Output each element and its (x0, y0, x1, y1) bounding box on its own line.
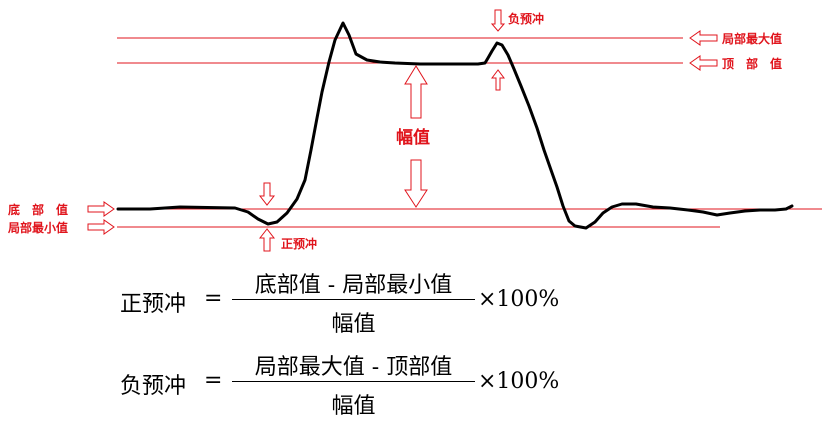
local-max-arrow (689, 30, 718, 46)
negative-overshoot-top-label: 负预冲 (508, 11, 544, 26)
formula-multiplier: ×100% (478, 287, 560, 312)
top-value-arrow (689, 55, 718, 71)
base-value-arrow (87, 201, 115, 217)
fraction-bar (232, 299, 475, 300)
formula-numerator: 局部最大值 - 顶部值 (254, 355, 453, 380)
formula-numerator: 底部值 - 局部最小值 (254, 273, 453, 298)
local-max-label: 局部最大值 (722, 31, 782, 46)
formula-denominator: 幅值 (331, 312, 376, 337)
positive-overshoot-up-arrow (258, 228, 276, 252)
amplitude-down-arrow (404, 159, 428, 208)
formula-equals: = (204, 368, 223, 393)
positive-overshoot-down-arrow (258, 182, 276, 206)
positive-overshoot-bottom-label: 正预冲 (281, 236, 317, 251)
top-value-label: 顶 部 值 (722, 56, 782, 71)
local-min-arrow (87, 219, 115, 235)
formula-lhs: 正预冲 (120, 292, 187, 317)
negative-overshoot-arrow (490, 9, 506, 32)
amplitude-up-arrow (404, 65, 428, 119)
formula-denominator: 幅值 (331, 394, 376, 419)
fraction-bar (232, 381, 475, 382)
formula-equals: = (204, 286, 223, 311)
formula-lhs: 负预冲 (120, 374, 187, 399)
formula-multiplier: ×100% (478, 369, 560, 394)
amplitude-label: 幅值 (396, 127, 430, 148)
base-value-label: 底 部 值 (8, 202, 68, 217)
waveform-trace (116, 21, 794, 230)
top-value-up-arrow (491, 69, 505, 91)
local-min-label: 局部最小值 (8, 220, 68, 235)
